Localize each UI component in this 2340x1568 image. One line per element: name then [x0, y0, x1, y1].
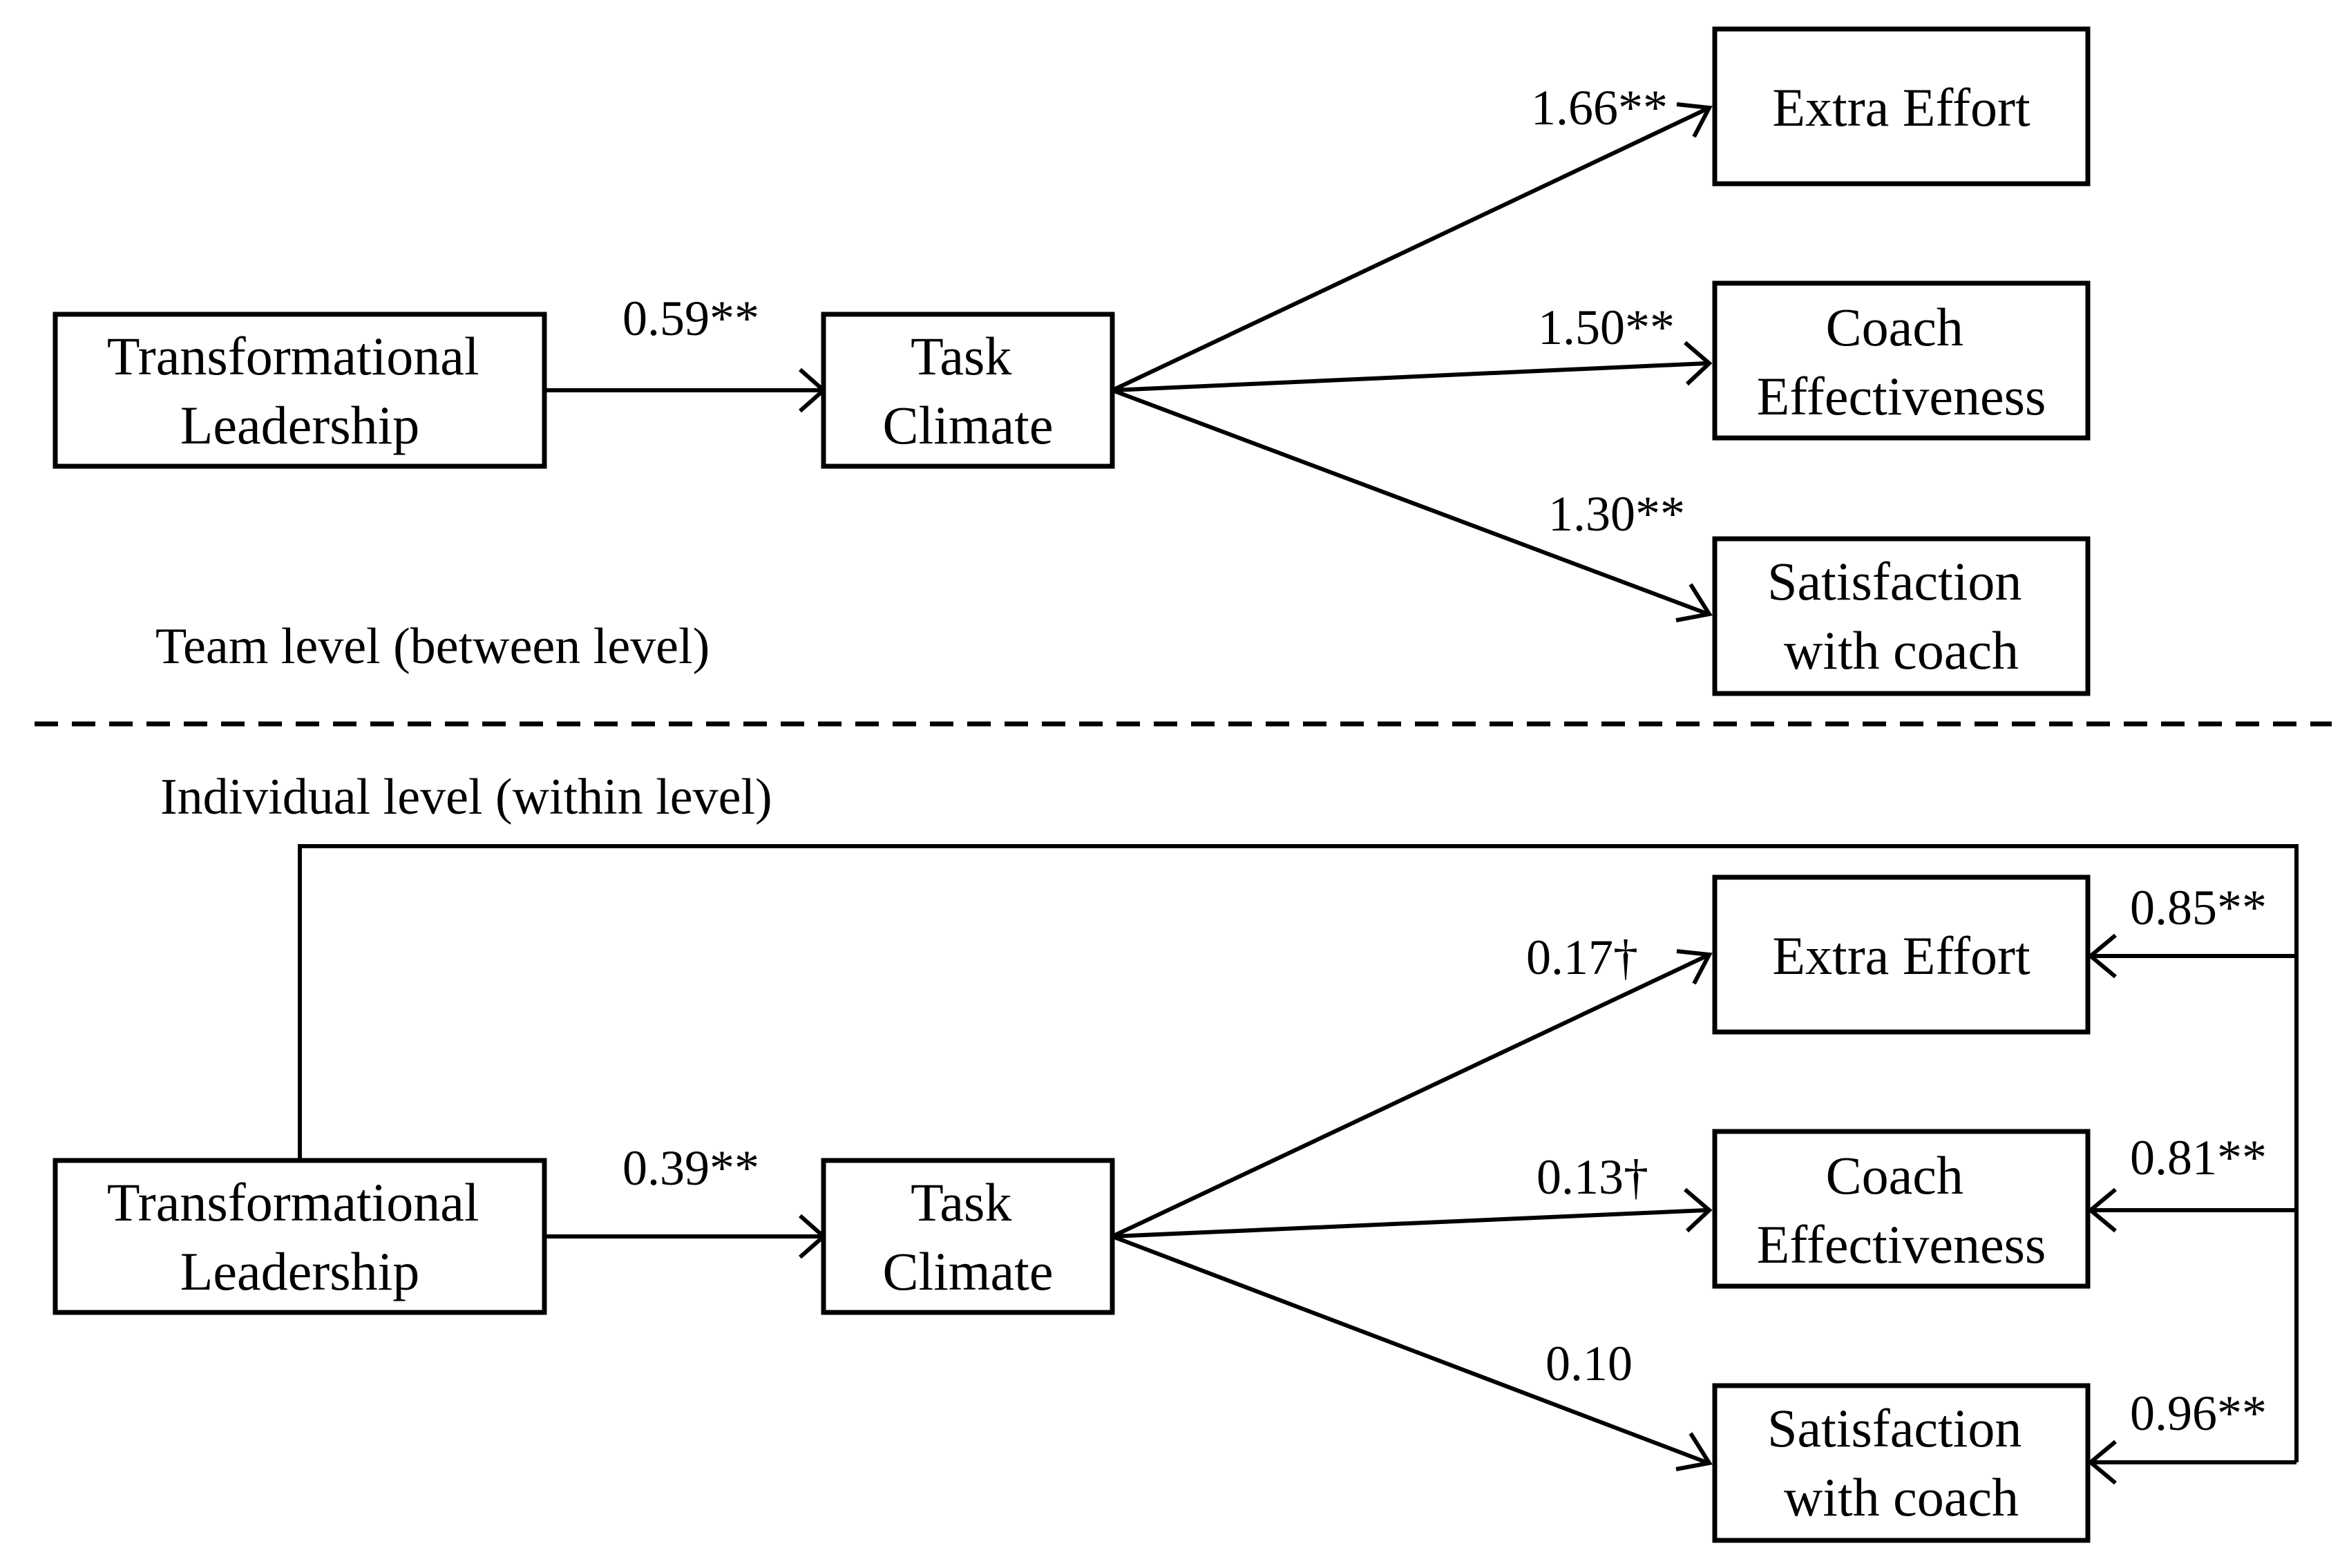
team-edge-tc-to-satisfaction — [1111, 388, 1708, 615]
ind-edge-tc-to-extra-effort-head — [1676, 949, 1713, 985]
ind-coef-tl-to-coach-effectiveness: 0.81** — [2130, 1130, 2267, 1185]
ind-edge-tl-to-extra-effort-head — [2087, 933, 2117, 979]
team-satisfaction-with-coach-box — [1712, 536, 2091, 696]
team-coef-tc-to-extra-effort: 1.66** — [1531, 80, 1668, 135]
team-coach-effectiveness-label: Coach Effectiveness — [1757, 297, 2046, 426]
ind-coef-tl-to-satisfaction: 0.96** — [2130, 1386, 2267, 1441]
ind-coach-effectiveness-label: Coach Effectiveness — [1757, 1145, 2046, 1274]
team-transformational-leadership-label: Transformational Leadership — [107, 326, 493, 455]
ind-satisfaction-with-coach-label: Satisfaction with coach — [1767, 1398, 2035, 1527]
individual-level-panel: Individual level (within level) Transfor… — [53, 769, 2299, 1543]
ind-task-climate-label: Task Climate — [883, 1172, 1054, 1301]
team-task-climate-label: Task Climate — [883, 326, 1054, 455]
ind-transformational-leadership-label: Transformational Leadership — [107, 1172, 493, 1301]
ind-extra-effort-box — [1712, 874, 2091, 1035]
team-satisfaction-with-coach-label: Satisfaction with coach — [1767, 551, 2035, 680]
team-coach-effectiveness-box — [1712, 280, 2091, 441]
ind-edge-tc-to-satisfaction-head — [1675, 1432, 1713, 1471]
ind-edge-tc-to-extra-effort — [1111, 954, 1708, 1239]
team-level-caption: Team level (between level) — [155, 618, 710, 675]
ind-coef-tl-to-tc: 0.39** — [622, 1140, 759, 1196]
ind-edge-tl-to-coach-effectiveness-head — [2087, 1187, 2117, 1233]
team-level-panel: Transformational Leadership Task Climate… — [53, 26, 2091, 696]
ind-extra-effort-label: Extra Effort — [1772, 926, 2030, 986]
team-edge-tc-to-extra-effort — [1111, 107, 1708, 392]
individual-level-caption: Individual level (within level) — [160, 769, 772, 825]
ind-edge-tl-direct-bus — [298, 844, 2299, 1462]
team-extra-effort-label: Extra Effort — [1772, 77, 2030, 137]
ind-edge-tc-to-satisfaction — [1111, 1234, 1708, 1464]
ind-transformational-leadership-box — [53, 1158, 547, 1315]
ind-edge-tc-to-coach-effectiveness-head — [1684, 1187, 1713, 1233]
ind-coef-tc-to-extra-effort: 0.17† — [1526, 930, 1638, 985]
ind-edge-tc-to-coach-effectiveness — [1112, 1208, 1707, 1239]
ind-coach-effectiveness-box — [1712, 1129, 2091, 1289]
team-edge-tc-to-coach-effectiveness-head — [1684, 341, 1713, 386]
team-extra-effort-box — [1712, 26, 2091, 187]
ind-task-climate-box — [821, 1158, 1115, 1315]
team-coef-tc-to-satisfaction: 1.30** — [1548, 486, 1685, 542]
ind-coef-tc-to-coach-effectiveness: 0.13† — [1537, 1149, 1648, 1205]
team-coef-tc-to-coach-effectiveness: 1.50** — [1538, 300, 1675, 355]
ind-coef-tl-to-extra-effort: 0.85** — [2130, 880, 2267, 935]
team-edge-tc-to-extra-effort-head — [1676, 102, 1713, 138]
team-task-climate-box — [821, 312, 1115, 469]
ind-satisfaction-with-coach-box — [1712, 1383, 2091, 1543]
team-edge-tc-to-satisfaction-head — [1675, 583, 1713, 622]
ind-coef-tc-to-satisfaction: 0.10 — [1545, 1336, 1633, 1391]
team-coef-tl-to-tc: 0.59** — [622, 291, 759, 346]
ind-edge-tl-to-satisfaction-head — [2087, 1440, 2117, 1485]
team-transformational-leadership-box — [53, 312, 547, 469]
team-edge-tc-to-coach-effectiveness — [1112, 361, 1707, 392]
